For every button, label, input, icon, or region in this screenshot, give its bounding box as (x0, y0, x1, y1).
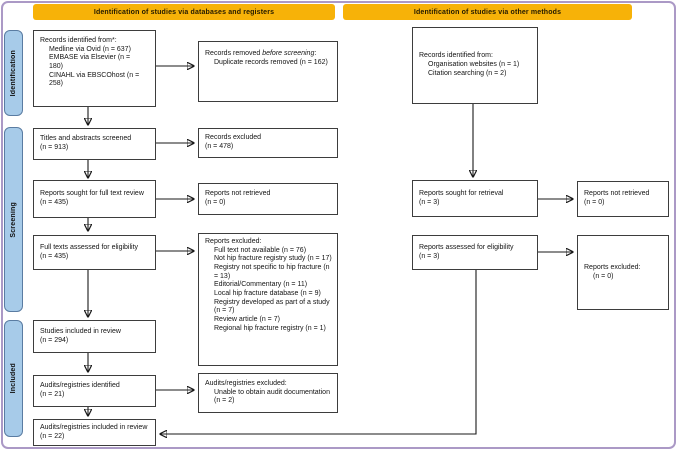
box-reports-excluded-other: Reports excluded: (n = 0) (577, 235, 669, 310)
box-item: CINAHL via EBSCOhost (n = 258) (49, 71, 140, 88)
box-reports-sought-retrieval: Reports sought for retrieval (n = 3) (412, 180, 538, 217)
box-reports-sought-fulltext: Reports sought for full text review (n =… (33, 180, 156, 218)
box-item: Medline via Ovid (n = 637) (49, 45, 131, 53)
box-title: Records identified from: (419, 52, 493, 60)
box-studies-included: Studies included in review (n = 294) (33, 320, 156, 353)
banner-databases-registers: Identification of studies via databases … (33, 4, 335, 20)
box-audits-identified: Audits/registries identified (n = 21) (33, 375, 156, 407)
banner-databases-label: Identification of studies via databases … (93, 8, 275, 16)
box-title: Records removed before screening: (205, 50, 317, 57)
box-audits-excluded: Audits/registries excluded: Unable to ob… (198, 373, 338, 413)
box-reports-not-retrieved-databases: Reports not retrieved (n = 0) (198, 183, 338, 215)
box-item: Citation searching (n = 2) (428, 69, 507, 77)
box-item: Organisation websites (n = 1) (428, 61, 520, 69)
box-records-removed: Records removed before screening: Duplic… (198, 41, 338, 102)
box-records-identified-databases: Records identified from*: Medline via Ov… (33, 30, 156, 107)
box-reports-not-retrieved-other: Reports not retrieved (n = 0) (577, 181, 669, 217)
box-title: Reports excluded: (584, 263, 641, 271)
box-item: Regional hip fracture registry (n = 1) (214, 324, 326, 332)
box-reports-assessed: Reports assessed for eligibility (n = 3) (412, 235, 538, 270)
box-item: Unable to obtain audit documentation (n … (214, 388, 330, 405)
box-records-excluded: Records excluded (n = 478) (198, 128, 338, 158)
box-title: Records identified from*: (40, 37, 117, 44)
box-item: Registry developed as part of a study (n… (214, 298, 330, 315)
box-item: (n = 0) (593, 272, 614, 280)
box-records-identified-other: Records identified from: Organisation we… (412, 27, 538, 104)
box-item: EMBASE via Elsevier (n = 180) (49, 54, 131, 71)
box-audits-included: Audits/registries included in review (n … (33, 419, 156, 446)
banner-other-methods-label: Identification of studies via other meth… (413, 8, 562, 16)
box-item: Not hip fracture registry study (n = 17) (214, 255, 332, 263)
box-item: Full text not available (n = 76) (214, 246, 307, 254)
stage-label-screening: Screening (4, 127, 23, 312)
box-item: Registry not specific to hip fracture (n… (214, 264, 330, 280)
box-fulltexts-assessed: Full texts assessed for eligibility (n =… (33, 235, 156, 270)
box-item: Editorial/Commentary (n = 11) (214, 281, 308, 289)
box-titles-abstracts-screened: Titles and abstracts screened (n = 913) (33, 128, 156, 160)
box-title: Reports excluded: (205, 238, 262, 245)
box-item: Review article (n = 7) (214, 316, 280, 324)
box-title: Audits/registries excluded: (205, 379, 287, 387)
box-item: Duplicate records removed (n = 162) (214, 58, 328, 66)
box-reports-excluded-databases: Reports excluded: Full text not availabl… (198, 233, 338, 366)
stage-label-identification: Identification (4, 30, 23, 116)
stage-label-included: Included (4, 320, 23, 437)
box-item: Local hip fracture database (n = 9) (214, 290, 321, 298)
banner-other-methods: Identification of studies via other meth… (343, 4, 632, 20)
